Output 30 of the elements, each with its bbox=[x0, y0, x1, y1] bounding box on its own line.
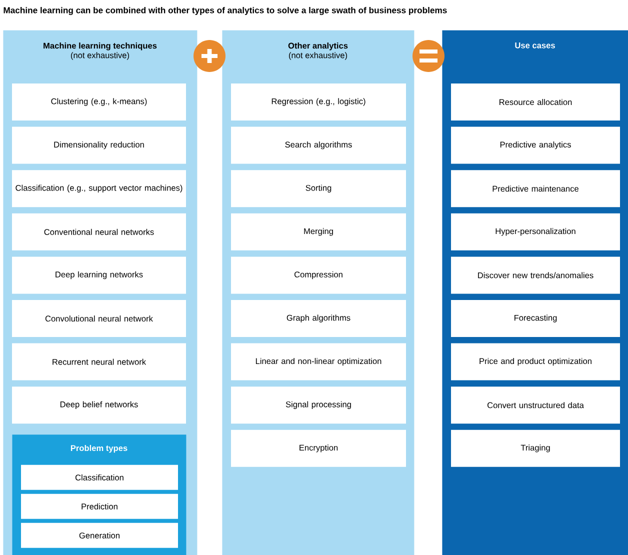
item-box: Deep belief networks bbox=[12, 386, 186, 424]
item-box: Hyper-personalization bbox=[451, 213, 620, 250]
item-box: Graph algorithms bbox=[231, 300, 406, 337]
item-box: Signal processing bbox=[231, 386, 406, 424]
item-box: Regression (e.g., logistic) bbox=[231, 84, 406, 120]
item-box: Conventional neural networks bbox=[12, 213, 186, 250]
item-box: Classification bbox=[21, 464, 178, 490]
item-box: Search algorithms bbox=[231, 126, 406, 164]
item-box: Compression bbox=[231, 256, 406, 294]
item-box: Price and product optimization bbox=[451, 343, 620, 380]
item-box: Recurrent neural network bbox=[12, 343, 186, 380]
item-box: Predictive analytics bbox=[451, 126, 620, 164]
item-box: Discover new trends/anomalies bbox=[451, 256, 620, 294]
item-box: Predictive maintenance bbox=[451, 170, 620, 208]
item-box: Convolutional neural network bbox=[12, 300, 186, 337]
item-box: Encryption bbox=[231, 430, 406, 467]
item-box: Forecasting bbox=[451, 300, 620, 337]
item-box: Resource allocation bbox=[451, 84, 620, 120]
item-box: Sorting bbox=[231, 170, 406, 208]
item-box: Prediction bbox=[21, 494, 178, 519]
title: Machine learning can be combined with other types of analytics to solve a large swath of business problems bbox=[4, 6, 447, 16]
item-box: Classification (e.g., support vector machines) bbox=[12, 170, 186, 208]
item-box: Deep learning networks bbox=[12, 256, 186, 294]
item-box: Generation bbox=[21, 522, 178, 548]
item-box: Triaging bbox=[451, 430, 620, 467]
item-box: Convert unstructured data bbox=[451, 386, 620, 424]
item-box: Linear and non-linear optimization bbox=[231, 343, 406, 380]
item-box: Clustering (e.g., k-means) bbox=[12, 84, 186, 120]
item-box: Merging bbox=[231, 213, 406, 250]
item-box: Dimensionality reduction bbox=[12, 126, 186, 164]
